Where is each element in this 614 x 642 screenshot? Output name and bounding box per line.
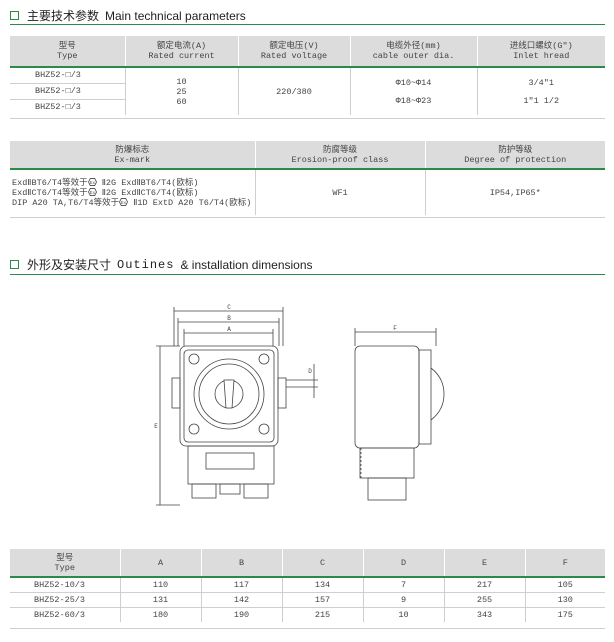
- table-bottom-rule: [10, 118, 605, 119]
- square-bullet-icon: [10, 260, 19, 269]
- header-f: F: [525, 549, 605, 578]
- table-bottom-rule: [10, 217, 605, 218]
- type-cell: BHZ52-□/3: [35, 102, 81, 112]
- cable-dia-value: Φ18~Φ23: [395, 95, 432, 106]
- label-a: A: [227, 326, 231, 333]
- lower-body: [187, 445, 275, 485]
- square-bullet-icon: [10, 11, 19, 20]
- section-title-main-parameters: 主要技术参数 Main technical parameters: [10, 7, 246, 24]
- header-rated-voltage: 额定电压(V)Rated voltage: [238, 36, 351, 68]
- handle-ring: [193, 358, 265, 430]
- label-b: B: [227, 315, 231, 322]
- label-d: D: [308, 368, 312, 375]
- ex-hexagon-icon: Ex: [87, 178, 97, 187]
- voltage-value: 220/380: [238, 67, 351, 115]
- header-rated-current: 额定电流(A)Rated current: [125, 36, 239, 68]
- header-inlet-thread: 进线口螺纹(G")Inlet hread: [477, 36, 605, 68]
- header-c: C: [282, 549, 364, 578]
- erosion-value: WF1: [255, 169, 426, 215]
- ex-hexagon-icon: Ex: [87, 188, 97, 197]
- table-row: BHZ52-□/3 BHZ52-□/3 BHZ52-□/3 10 25 60 2…: [10, 67, 605, 115]
- section-divider: [10, 274, 605, 275]
- section-title-cn: 主要技术参数: [27, 9, 100, 23]
- ex-hexagon-icon: Ex: [119, 198, 129, 207]
- label-e: E: [154, 423, 158, 430]
- section-title-en-a: Outines: [117, 257, 175, 272]
- type-cell: BHZ52-□/3: [10, 84, 125, 100]
- svg-text:Ex: Ex: [89, 190, 95, 196]
- section-title-cn: 外形及安装尺寸: [27, 258, 112, 272]
- protection-value: IP54,IP65*: [489, 187, 541, 198]
- header-e: E: [444, 549, 526, 578]
- label-f: F: [393, 325, 397, 332]
- section-title-outlines: 外形及安装尺寸 Outines & installation dimension…: [10, 256, 313, 273]
- current-value: 10: [176, 76, 187, 87]
- side-body: [354, 345, 420, 449]
- cable-dia-value: Φ10~Φ14: [395, 77, 432, 88]
- outline-drawing: C B A D E F: [154, 304, 445, 506]
- label-c: C: [227, 304, 231, 311]
- svg-text:Ex: Ex: [89, 180, 95, 186]
- current-value: 25: [176, 86, 187, 97]
- section-title-en: Main technical parameters: [105, 8, 246, 23]
- header-b: B: [201, 549, 283, 578]
- thread-value: 1"1 1/2: [523, 95, 560, 106]
- section-title-en-b: & installation dimensions: [180, 257, 313, 272]
- header-cable-dia: 电缆外径(mm)cable outer dia.: [350, 36, 478, 68]
- header-d: D: [363, 549, 445, 578]
- type-cell: BHZ52-□/3: [10, 68, 125, 84]
- header-a: A: [120, 549, 202, 578]
- section-divider: [10, 24, 605, 25]
- svg-text:Ex: Ex: [121, 200, 127, 206]
- thread-value: 3/4"1: [528, 77, 554, 88]
- current-value: 60: [176, 96, 187, 107]
- table-bottom-rule: [10, 628, 605, 629]
